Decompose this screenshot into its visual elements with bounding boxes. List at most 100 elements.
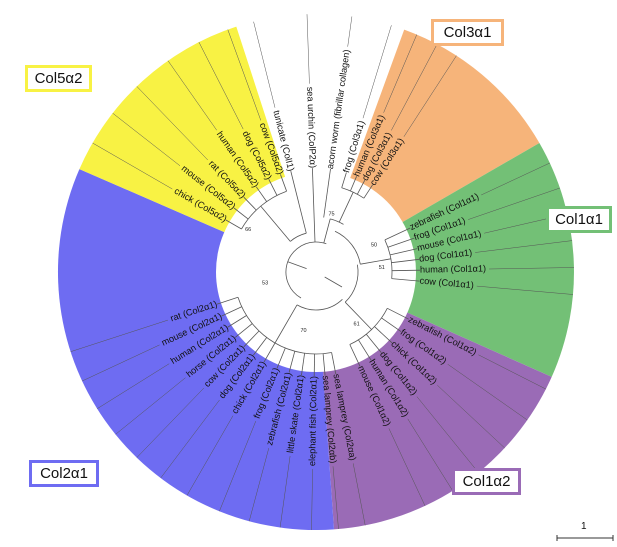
- branch-spoke: [243, 330, 260, 348]
- branch-spoke: [216, 296, 239, 305]
- leaf-line: [70, 319, 168, 352]
- leaf-line: [227, 29, 262, 121]
- branch-spoke: [290, 171, 307, 234]
- leaf-line: [362, 25, 392, 119]
- branch-spoke: [268, 179, 278, 196]
- clade-label-col1a2: Col1α2: [452, 468, 521, 495]
- branch-spoke: [312, 168, 316, 243]
- branch-spoke: [390, 248, 418, 256]
- clade-wedge-col1a1: [316, 143, 574, 377]
- leaf-line: [332, 466, 339, 530]
- branch-spoke: [341, 172, 347, 188]
- bootstrap-value: 53: [262, 280, 268, 286]
- branch-spoke: [374, 326, 393, 344]
- leaf-line: [478, 354, 547, 390]
- branch-spoke: [243, 196, 257, 211]
- branch-arc: [344, 264, 359, 303]
- leaf-line: [82, 344, 160, 382]
- clade-label-col3a1: Col3α1: [431, 19, 504, 46]
- leaf-line: [481, 162, 550, 196]
- leaf-line: [468, 187, 560, 220]
- leaf-line: [253, 21, 276, 108]
- bootstrap-value: 61: [354, 321, 360, 327]
- leaf-line: [198, 41, 244, 130]
- leaf-line: [115, 377, 186, 435]
- bootstrap-value: 75: [328, 211, 334, 217]
- leaf-line: [416, 396, 479, 473]
- branch-spoke: [276, 347, 286, 369]
- branch-spoke: [363, 184, 373, 199]
- leaf-line: [306, 14, 310, 84]
- branch-spoke: [255, 186, 268, 202]
- scale-bar: [556, 535, 614, 541]
- branch-spoke: [391, 258, 420, 264]
- leaf-line: [475, 240, 573, 253]
- branch-spoke: [233, 207, 249, 220]
- branch-spoke: [322, 353, 326, 376]
- branch-spoke: [360, 258, 391, 265]
- clade-label-col2a1: Col2α1: [29, 460, 99, 487]
- branch-arc: [296, 299, 343, 311]
- branch-spoke: [287, 261, 307, 269]
- leaf-line: [447, 363, 528, 421]
- branch-spoke: [356, 180, 366, 195]
- branch-spoke: [301, 353, 305, 376]
- branch-spoke: [350, 176, 357, 192]
- bootstrap-value: 66: [245, 227, 251, 233]
- leaf-line: [403, 55, 457, 137]
- branch-spoke: [274, 304, 298, 344]
- bootstrap-value: 70: [300, 328, 306, 334]
- leaf-line: [112, 113, 181, 166]
- branch-arc: [237, 297, 332, 355]
- branch-spoke: [365, 333, 382, 354]
- leaf-line: [489, 267, 575, 270]
- branch-spoke: [384, 227, 411, 241]
- branch-spoke: [387, 237, 415, 248]
- leaf-line: [136, 387, 205, 458]
- branch-arc: [285, 241, 316, 299]
- leaf-line: [383, 34, 418, 113]
- branch-spoke: [387, 307, 409, 320]
- leaf-line: [437, 385, 505, 449]
- leaf-line: [186, 415, 234, 496]
- leaf-line: [97, 363, 170, 409]
- clade-label-col5a2: Col5α2: [25, 65, 92, 92]
- branch-arc: [349, 308, 388, 345]
- branch-arc: [334, 230, 361, 265]
- branch-spoke: [263, 342, 276, 363]
- leaf-line: [311, 469, 313, 531]
- leaf-line: [136, 86, 208, 161]
- leaf-label: cow (Col1α1): [419, 276, 474, 291]
- leaf-line: [407, 418, 453, 491]
- clade-label-col1a1: Col1α1: [546, 206, 612, 233]
- leaf-line: [279, 455, 291, 528]
- branch-spoke: [349, 344, 361, 367]
- inner-disc: [216, 172, 416, 372]
- branch-arc: [384, 239, 393, 279]
- leaf-line: [352, 463, 366, 526]
- leaf-label: human (Col1α1): [420, 263, 486, 274]
- branch-spoke: [391, 269, 421, 272]
- leaf-label: sea urchin (ColP2α): [305, 87, 318, 169]
- leaf-line: [160, 399, 220, 479]
- branch-spoke: [358, 339, 372, 361]
- branch-spoke: [331, 352, 337, 375]
- leaf-line: [476, 285, 574, 295]
- branch-spoke: [234, 323, 253, 338]
- scale-bar-label: 1: [581, 521, 587, 532]
- branch-spoke: [227, 315, 247, 328]
- branch-spoke: [288, 351, 296, 373]
- branch-spoke: [260, 205, 291, 242]
- branch-spoke: [280, 174, 287, 192]
- branch-arc: [314, 241, 327, 245]
- leaf-line: [167, 60, 217, 131]
- bootstrap-value: 50: [371, 242, 377, 248]
- branch-spoke: [391, 278, 420, 282]
- branch-spoke: [324, 276, 343, 288]
- branch-spoke: [253, 337, 268, 356]
- branch-spoke: [381, 317, 402, 333]
- branch-spoke: [323, 168, 331, 218]
- branch-spoke: [221, 306, 242, 317]
- leaf-line: [388, 428, 426, 506]
